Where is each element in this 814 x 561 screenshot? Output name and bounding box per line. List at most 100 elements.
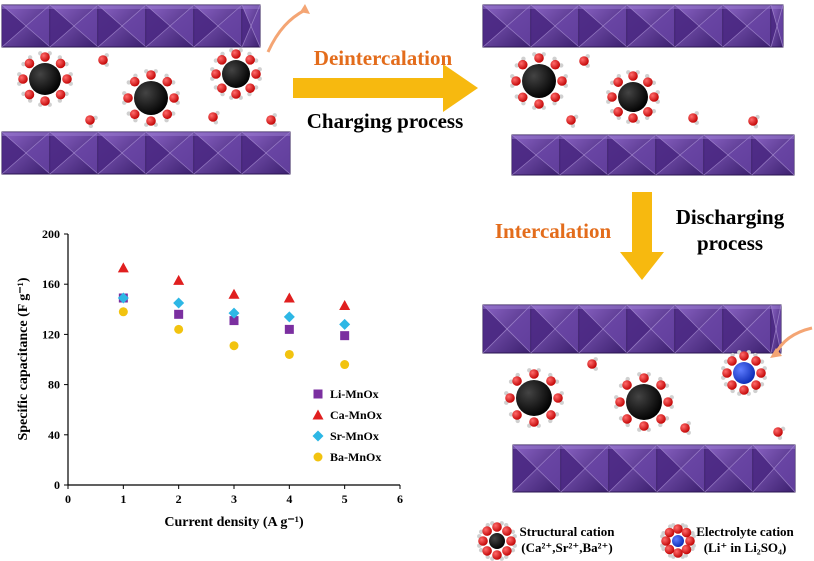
hydrogen-atom: [247, 51, 252, 57]
discharging-label-line2: process: [697, 231, 763, 255]
oxygen-atom: [656, 380, 666, 390]
octahedron-facet: [699, 305, 723, 353]
oxygen-atom: [739, 385, 749, 395]
oxygen-atom: [639, 421, 649, 431]
water-molecule: [737, 385, 751, 396]
water-molecule: [550, 92, 564, 106]
oxygen-atom: [512, 376, 522, 386]
hydrogen-atom: [164, 118, 169, 123]
structural-cation-ions: (Ca²⁺,Sr²⁺,Ba²⁺): [521, 540, 613, 555]
oxygen-atom: [643, 77, 653, 87]
water-molecule: [478, 546, 492, 560]
oxygen-atom: [208, 112, 218, 122]
water-molecule: [122, 91, 133, 105]
octahedron-edge: [704, 444, 754, 493]
oxygen-atom: [529, 369, 539, 379]
swoosh-arrow-icon: [266, 8, 306, 53]
water-molecule: [748, 114, 760, 129]
electrolyte-cation-ions: (Li⁺ in Li₂SO₄): [704, 540, 787, 555]
oxygen-atom: [85, 115, 95, 125]
water-molecule: [229, 48, 243, 59]
oxygen-atom: [24, 58, 35, 69]
octahedron-facet: [753, 445, 774, 492]
oxygen-atom: [639, 373, 649, 383]
mno6-octahedron: [722, 304, 772, 354]
oxygen-atom: [211, 69, 221, 79]
mno6-octahedron: [482, 304, 532, 354]
mno6-octahedron: [49, 4, 99, 48]
chart-x-tick-label: 2: [176, 492, 182, 506]
octahedron-facet: [699, 5, 723, 47]
hydrogen-atom: [664, 416, 670, 421]
hydrogen-atom: [548, 418, 553, 424]
octahedron-facet: [122, 5, 146, 47]
hydrogen-atom: [213, 58, 219, 63]
oxygen-atom: [613, 77, 623, 87]
data-point: [117, 262, 129, 273]
water-molecule: [532, 99, 546, 110]
water-molecule: [681, 524, 695, 538]
oxygen-atom: [129, 109, 140, 120]
legend-marker: [312, 409, 324, 420]
hydrogen-atom: [651, 80, 657, 86]
water-molecule: [550, 56, 564, 70]
octahedron-edge: [656, 444, 706, 493]
octahedron-facet: [507, 5, 531, 47]
water-molecule: [637, 372, 651, 383]
octahedron-facet: [483, 305, 507, 353]
hydrogen-atom: [625, 376, 630, 382]
octahedron-facet: [777, 5, 783, 47]
octahedron-edge: [607, 134, 657, 176]
oxygen-atom: [123, 93, 133, 103]
hydrogen-atom: [57, 98, 63, 103]
octahedron-facet: [537, 445, 561, 492]
mno6-octahedron: [530, 304, 580, 354]
hydrogen-atom: [690, 546, 695, 551]
mno6-octahedron: [770, 4, 784, 48]
hydrogen-atom: [554, 379, 560, 384]
hydrogen-atom: [759, 382, 765, 387]
data-point: [174, 309, 184, 319]
octahedron-edge: [1, 4, 51, 48]
water-molecule: [671, 523, 685, 534]
hydrogen-atom: [668, 553, 673, 558]
octahedron-facet: [50, 132, 74, 174]
hydrogen-atom: [171, 80, 176, 85]
oxygen-atom: [98, 55, 108, 65]
water-molecule: [510, 74, 521, 88]
hydrogen-atom: [683, 524, 688, 529]
hydrogen-atom: [753, 388, 758, 394]
octahedron-edge: [145, 131, 195, 175]
water-molecule: [680, 421, 691, 435]
octahedron-facet: [584, 135, 608, 175]
hydrogen-atom: [723, 359, 729, 364]
octahedron-facet: [774, 445, 795, 492]
hydrogen-atom: [504, 554, 509, 560]
hydrogen-atom: [661, 531, 666, 536]
hydrogen-atom: [126, 80, 131, 85]
structural-cation-core: [134, 81, 168, 115]
mno6-octahedron: [752, 444, 796, 493]
layer-top-highlight: [513, 445, 795, 449]
octahedron-facet: [752, 135, 773, 175]
mno6-octahedron: [560, 444, 610, 493]
water-molecule: [618, 376, 632, 390]
hydrogen-atom: [510, 529, 516, 534]
oxygen-atom: [482, 526, 492, 536]
water-molecule: [210, 67, 221, 81]
hydrogen-atom: [644, 115, 650, 121]
oxygen-atom: [727, 356, 737, 366]
water-molecule: [671, 548, 685, 559]
oxygen-atom: [217, 55, 227, 65]
oxygen-atom: [751, 356, 761, 366]
hydrogen-atom: [27, 98, 33, 103]
hydrogen-atom: [658, 422, 663, 428]
mno6-octahedron: [49, 131, 99, 175]
chart-x-tick-label: 6: [397, 492, 403, 506]
oxygen-atom: [751, 380, 761, 390]
octahedron-facet: [675, 5, 699, 47]
oxygen-atom: [664, 527, 675, 538]
water-molecule: [723, 380, 737, 394]
hydrogen-atom: [616, 73, 622, 79]
